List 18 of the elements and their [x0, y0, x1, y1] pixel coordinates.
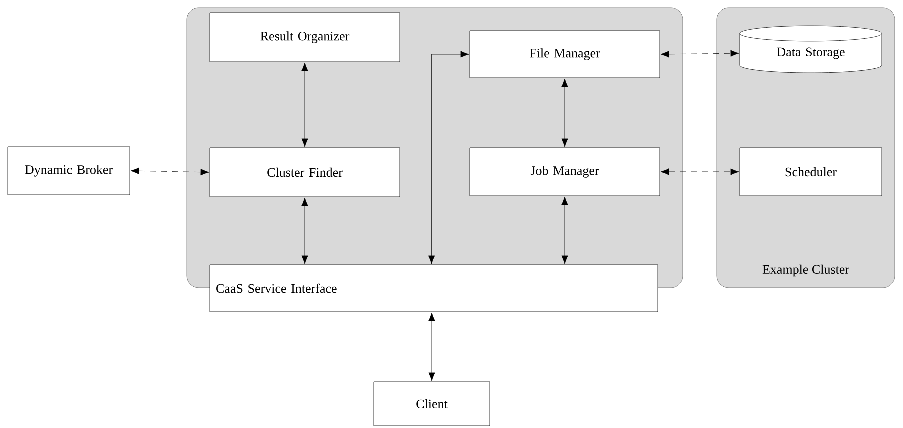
arrow: [562, 196, 568, 264]
arrow: [660, 50, 740, 58]
arrow: [428, 51, 470, 264]
arrow: [562, 78, 568, 148]
arrow: [302, 62, 308, 148]
component-box: Scheduler: [740, 148, 882, 196]
component-box: File Manager: [470, 30, 660, 78]
component-box: Job Manager: [470, 148, 660, 196]
arrow: [660, 168, 740, 176]
component-box: Result Organizer: [210, 12, 400, 62]
component-box: Dynamic Broker: [8, 146, 130, 196]
component-box: Cluster Finder: [210, 148, 400, 198]
arrow: [302, 198, 308, 264]
storage-cylinder: Data Storage: [740, 26, 882, 74]
arrow: [130, 168, 210, 176]
arrow: [428, 312, 436, 382]
component-box: Client: [374, 382, 490, 426]
component-box: CaaS Service Interface: [210, 264, 658, 312]
